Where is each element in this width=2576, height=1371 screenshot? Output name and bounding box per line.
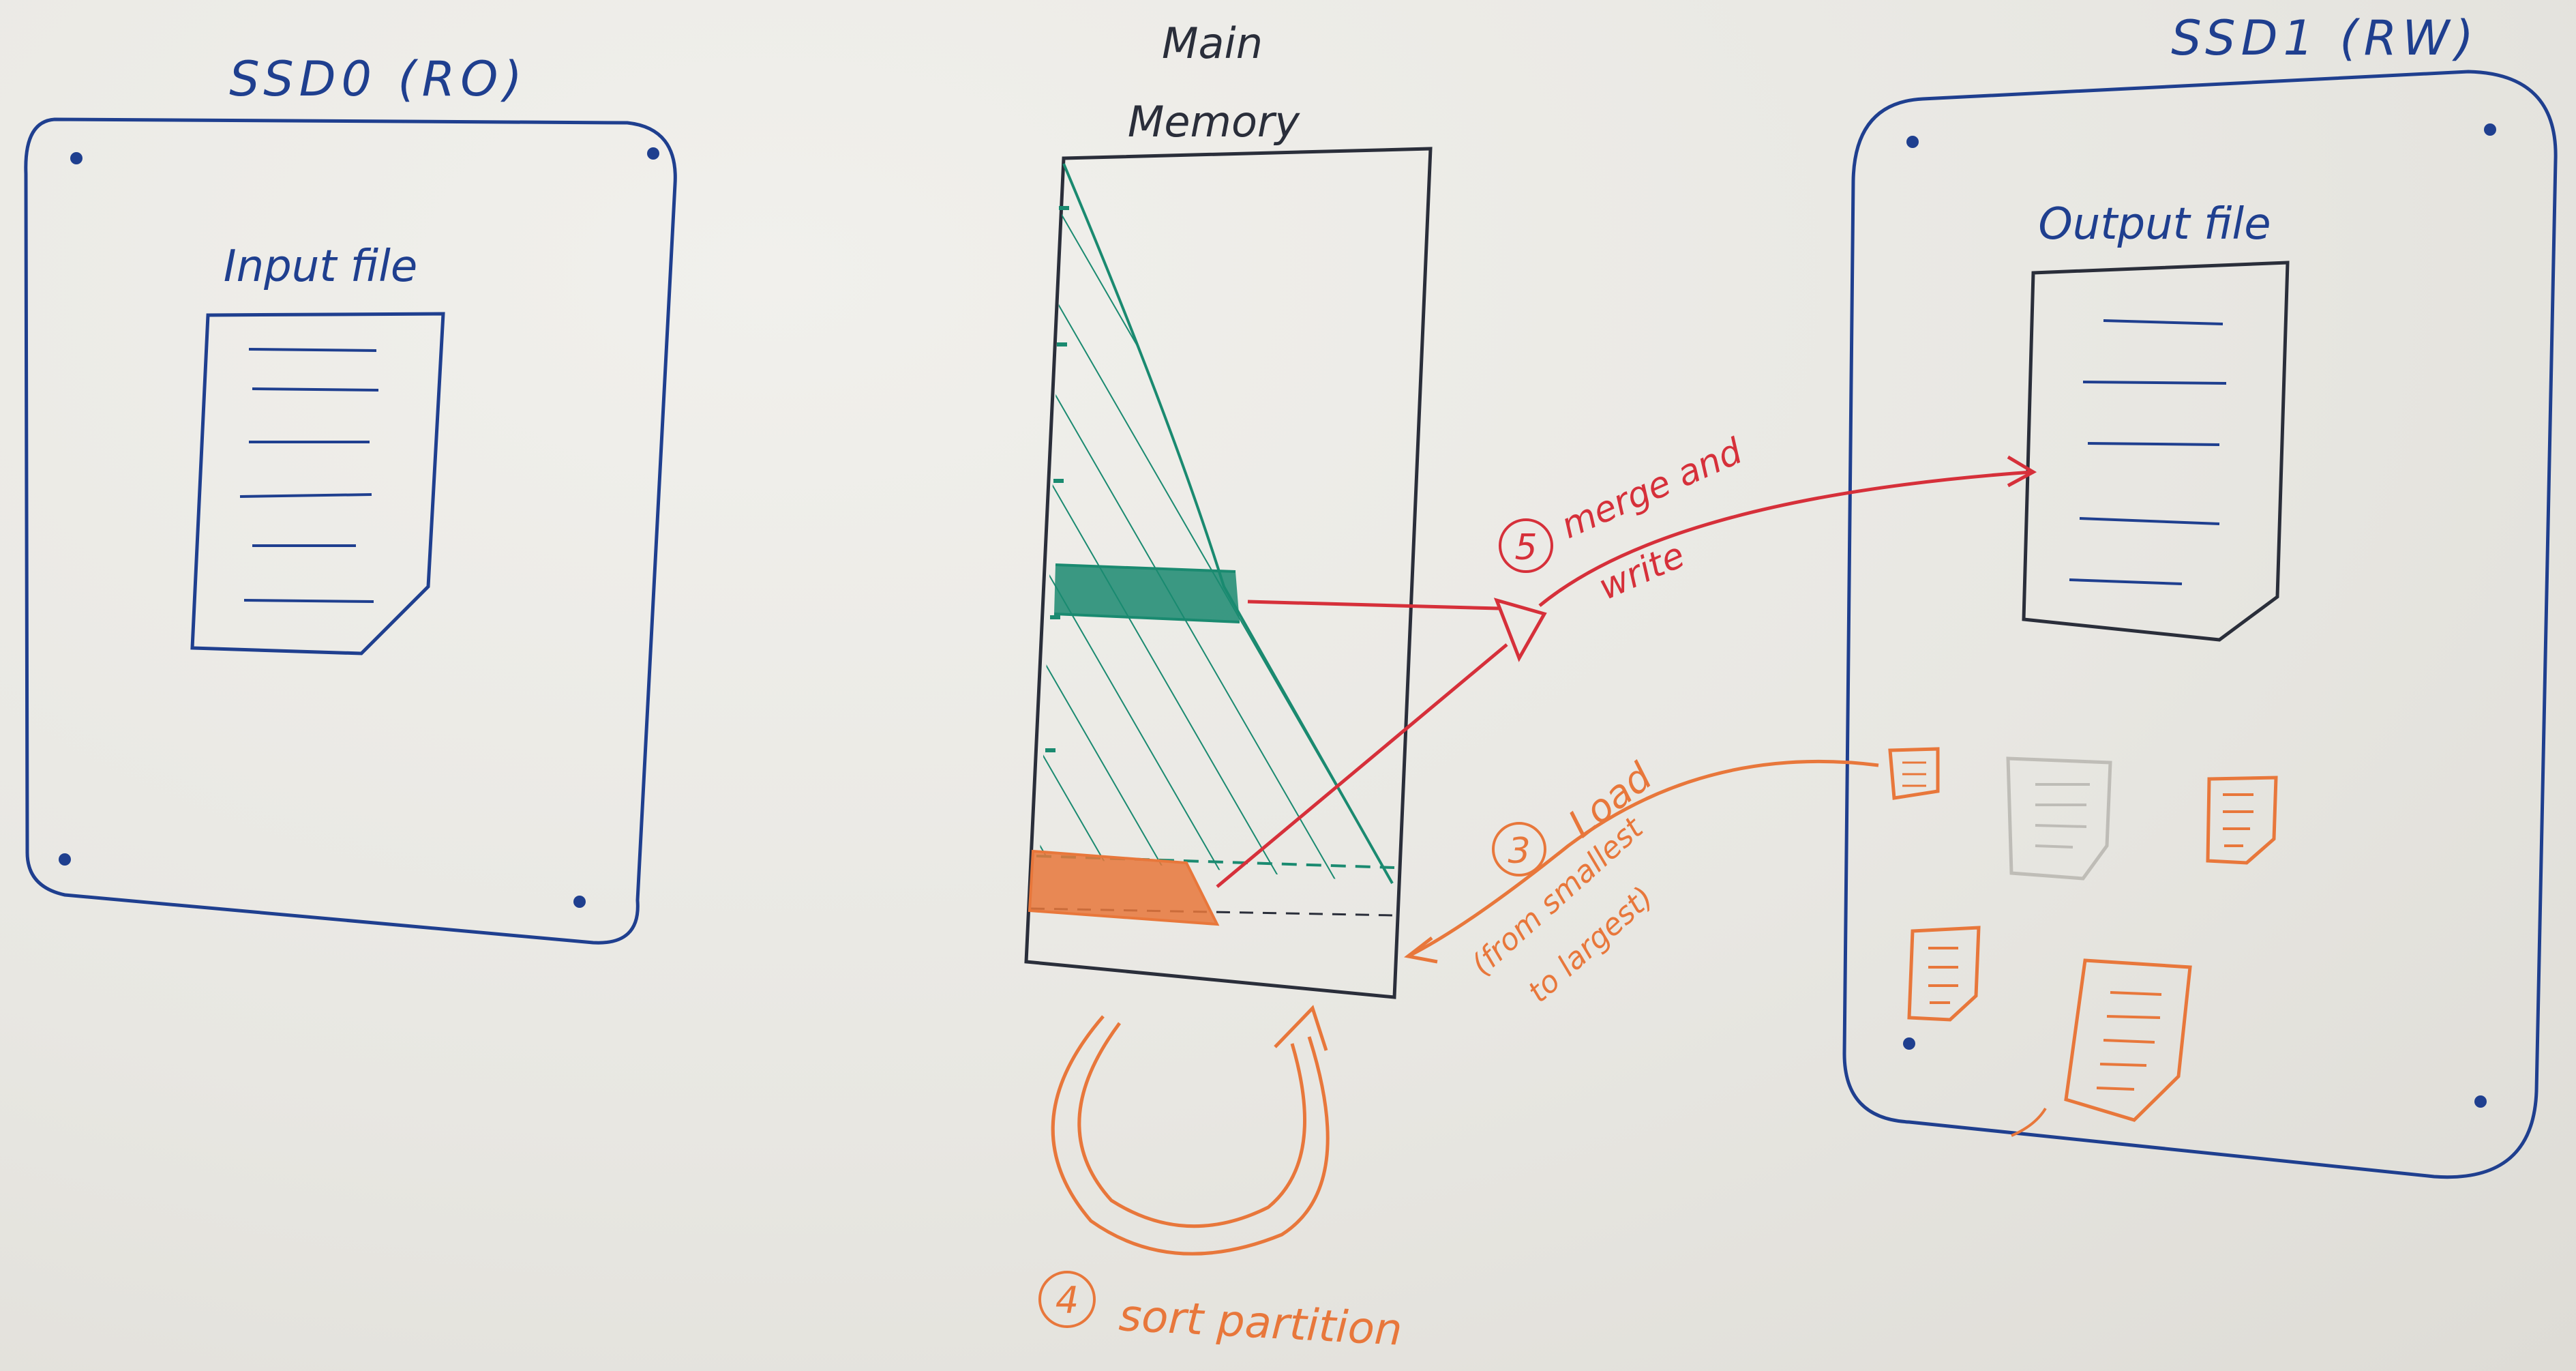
teal-tick-marks (1045, 206, 1069, 752)
sorted-region-hatched (1040, 164, 1392, 883)
merge-node (1493, 598, 1547, 662)
partition-file-4 (1907, 926, 1981, 1022)
ssd1-outline (1842, 70, 2558, 1179)
output-file-label: Output file (2038, 199, 2271, 250)
merge-input-orange (1216, 643, 1508, 888)
partition-file-1 (1888, 747, 1940, 800)
ssd0-screw-top-left (70, 152, 83, 164)
teal-partition-stripe (1054, 565, 1240, 622)
output-file-document (2022, 261, 2290, 642)
ssd1-screw-bottom-left (1903, 1037, 1915, 1050)
ssd0-drive: SSD0 (RO) Input file (24, 51, 677, 945)
main-memory-box (1024, 147, 1433, 999)
ssd1-label: SSD1 (RW) (2171, 10, 2479, 66)
output-file-lines (2069, 319, 2227, 585)
input-file-label: Input file (224, 241, 418, 292)
partition-file-3 (2206, 776, 2278, 865)
ssd0-screw-top-right (647, 147, 659, 160)
step3-load: 3 Load (from smallest to largest) (1404, 754, 1879, 1009)
step4-number: 4 (1055, 1279, 1079, 1322)
write-arrow (1538, 470, 2033, 607)
main-memory-label-line1: Main (1162, 18, 1263, 68)
main-memory-label-line2: Memory (1128, 97, 1300, 147)
partition-file-erased (2006, 756, 2112, 881)
step4-circle (1038, 1271, 1096, 1328)
partition-dashed-line-2 (1030, 907, 1395, 917)
ssd1-screw-bottom-right (2474, 1095, 2487, 1108)
input-file-document (190, 312, 445, 655)
ssd0-screw-bottom-left (59, 853, 71, 866)
partition-file-5 (2064, 958, 2192, 1122)
ssd0-screw-bottom-right (573, 896, 586, 908)
load-arrowhead (1404, 937, 1438, 964)
step4-sort: 4 sort partition (1038, 1005, 1403, 1356)
orange-loaded-partition (1030, 851, 1217, 924)
ssd0-label: SSD0 (RO) (229, 51, 527, 107)
ssd1-drive: SSD1 (RW) Output file (1842, 10, 2558, 1179)
merge-input-teal (1247, 600, 1499, 610)
ssd1-screw-top-right (2484, 123, 2496, 136)
step3-number: 3 (1508, 831, 1530, 872)
step3-circle (1492, 822, 1546, 876)
step4-title: sort partition (1118, 1291, 1403, 1356)
input-file-lines (239, 348, 379, 603)
step5-number: 5 (1514, 527, 1537, 568)
sort-cycle-arrowhead (1274, 1005, 1328, 1051)
write-arrowhead (2007, 455, 2037, 488)
step5-line1: merge and (1555, 430, 1749, 546)
load-arrow (1407, 759, 1879, 958)
ssd1-screw-top-left (1906, 136, 1919, 148)
partition-file-5-tail (2011, 1107, 2047, 1137)
sort-cycle-arrow (1051, 1015, 1330, 1256)
step5-circle (1499, 518, 1553, 573)
main-memory: Main Memory (1024, 18, 1433, 999)
sort-cycle-inner (1077, 1022, 1306, 1228)
ssd0-outline (24, 117, 677, 945)
